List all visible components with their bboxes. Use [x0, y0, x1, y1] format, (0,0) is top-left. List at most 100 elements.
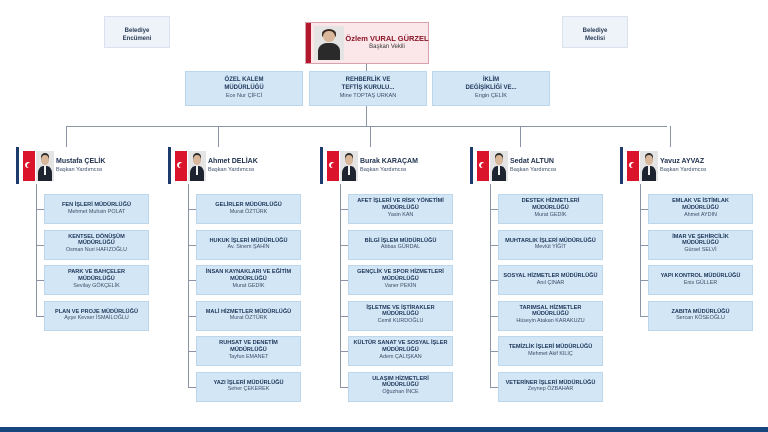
connector-trunk [66, 126, 667, 127]
unit-person: Sevilay GÖKÇELİK [73, 282, 120, 289]
vp-avatar [640, 151, 658, 181]
unit-person: Gürsel SELVİ [684, 247, 717, 254]
unit-title: YAPI KONTROL MÜDÜRLÜĞÜ [660, 273, 741, 279]
connector-vp-drop [670, 126, 671, 147]
unit-person: Yasin KAN [387, 211, 414, 218]
turkish-flag-icon [477, 151, 489, 181]
connector-vp-drop [66, 126, 67, 147]
unit-person: Enis GÜLLER [683, 279, 718, 286]
unit-title: SOSYAL HİZMETLER MÜDÜRLÜĞÜ [503, 273, 598, 279]
connector-unit-spine [36, 184, 37, 316]
connector-unit-tick [36, 280, 44, 281]
unit-title: TEMİZLİK İŞLERİ MÜDÜRLÜĞÜ [508, 344, 593, 350]
unit-title: PARK VE BAHÇELER MÜDÜRLÜĞÜ [67, 269, 126, 282]
vp-title: Başkan Yardımcısı [56, 167, 103, 173]
turkish-flag-icon [175, 151, 187, 181]
head-name: Özlem VURAL GÜRZEL [345, 34, 429, 43]
connector-unit-spine [490, 184, 491, 387]
unit-person: Mehmet Muhsin POLAT [67, 208, 126, 215]
unit-title: BİLGİ İŞLEM MÜDÜRLÜĞÜ [364, 237, 437, 244]
vp-avatar [188, 151, 206, 181]
unit-person: Adem ÇALIŞKAN [379, 353, 422, 360]
council-box-encumen[interactable]: Belediye Encümeni [104, 16, 170, 48]
unit-person: Murat GEDİK [232, 282, 265, 289]
connector-vp-drop [370, 126, 371, 147]
top-unit-title: ÖZEL KALEM MÜDÜRLÜĞÜ [224, 77, 264, 91]
unit-title: İŞLETME VE İŞTİRAKLER MÜDÜRLÜĞÜ [366, 304, 435, 318]
unit-person: Sercan KÖSEOĞLU [676, 315, 725, 322]
connector-unit-tick [490, 386, 498, 388]
top-unit-1[interactable]: REHBERLİK VE TEFTİŞ KURULU...Mine TOPTAŞ… [309, 71, 427, 106]
vp-name: Mustafa ÇELİK [56, 158, 106, 165]
top-unit-person: Mine TOPTAŞ URKAN [339, 93, 397, 99]
head-avatar [314, 26, 344, 60]
unit-title: İNSAN KAYNAKLARI VE EĞİTİM MÜDÜRLÜĞÜ [205, 269, 292, 282]
connector-unit-tick [490, 244, 498, 246]
unit-title: MUHTARLIK İŞLERİ MÜDÜRLÜĞÜ [505, 237, 596, 244]
unit-person: Anıl ÇINAR [536, 279, 565, 286]
footer-bar [0, 427, 768, 432]
connector-unit-tick [340, 280, 348, 281]
connector-unit-tick [340, 315, 348, 317]
head-node[interactable]: Özlem VURAL GÜRZEL Başkan Vekili [305, 22, 429, 64]
connector-unit-tick [188, 244, 196, 246]
connector-unit-tick [490, 351, 498, 352]
unit-title: KÜLTÜR SANAT VE SOSYAL İŞLER MÜDÜRLÜĞÜ [353, 340, 448, 353]
unit-person: Zeynep ÖZBAHAR [527, 386, 574, 393]
unit-person: Cemil KURDOĞLU [377, 318, 424, 325]
unit-person: Hüseyin Atakan KARAKUZU [516, 318, 585, 325]
unit-person: Seher ÇEKEREK [227, 386, 270, 393]
connector-unit-tick [188, 280, 196, 281]
turkish-flag-icon [327, 151, 339, 181]
unit-person: Osman Nuri HAFIZOĞLU [65, 247, 128, 254]
unit-person: Vaner PEKİN [384, 282, 417, 289]
council-box-meclis[interactable]: Belediye Meclisi [562, 16, 628, 48]
top-unit-person: Ece Nur ÇİFCİ [225, 93, 263, 99]
vp-accent-bar [16, 147, 19, 184]
unit-person: Murat GEDİK [534, 211, 567, 218]
vp-title: Başkan Yardımcısı [360, 167, 407, 173]
top-unit-0[interactable]: ÖZEL KALEM MÜDÜRLÜĞÜ Ece Nur ÇİFCİ [185, 71, 303, 106]
connector-unit-tick [340, 209, 348, 210]
unit-person: Av. Sinem ŞAHİN [227, 244, 270, 251]
unit-title: HUKUK İŞLERİ MÜDÜRLÜĞÜ [209, 237, 288, 244]
vp-card-0[interactable]: Mustafa ÇELİK Başkan Yardımcısı [16, 147, 146, 184]
vp-accent-bar [168, 147, 171, 184]
unit-person: Tayfun EMANET [228, 353, 269, 360]
unit-title: İMAR VE ŞEHİRCİLİK MÜDÜRLÜĞÜ [672, 233, 729, 247]
unit-title: AFET İŞLERİ VE RİSK YÖNETİMİ MÜDÜRLÜĞÜ [357, 198, 444, 211]
connector-unit-tick [490, 209, 498, 210]
top-unit-2[interactable]: İKLİM DEĞİŞİKLİĞİ VE...Engin ÇELİK [432, 71, 550, 106]
unit-person: Oğuzhan İNCE [382, 389, 419, 396]
